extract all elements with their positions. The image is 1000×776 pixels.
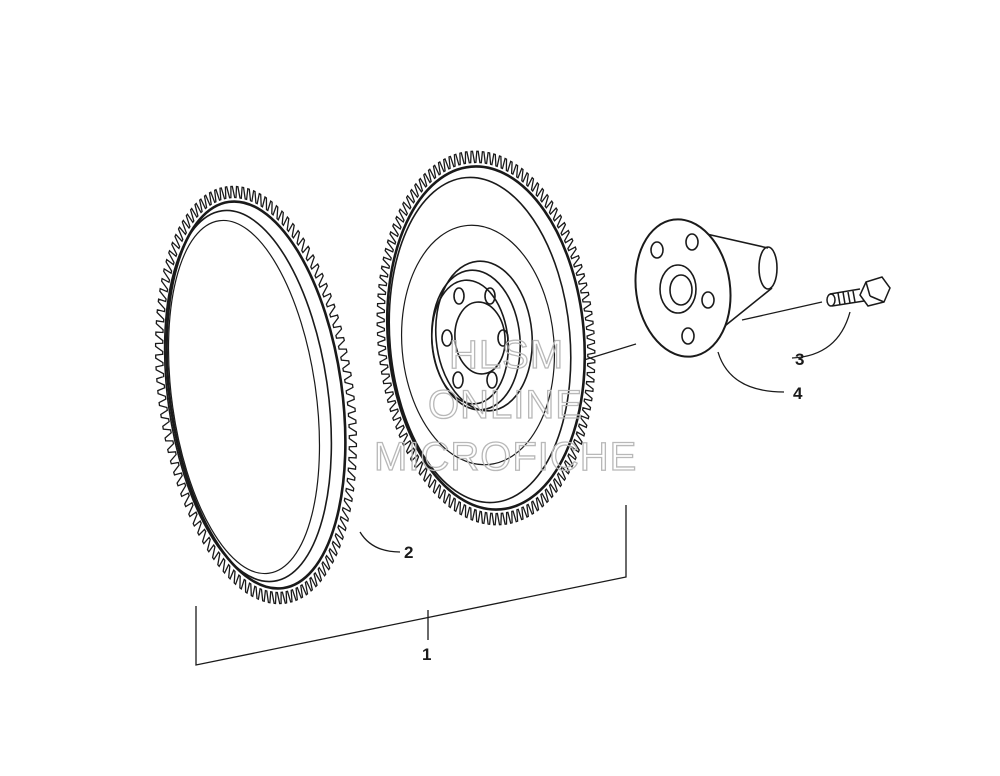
- watermark-line-2: ONLINE: [428, 383, 583, 427]
- callout-2: 2: [404, 543, 413, 562]
- hub-icon: [634, 218, 778, 358]
- callout-3: 3: [795, 350, 804, 369]
- axis-line-left: [583, 343, 637, 361]
- leader-4: [717, 351, 785, 393]
- leader-2: [359, 531, 401, 553]
- flywheel-icon: [376, 150, 596, 526]
- watermark-line-3: MICROFICHE: [374, 435, 637, 479]
- watermark: HLSM ONLINE MICROFICHE: [373, 332, 637, 479]
- callout-4: 4: [793, 384, 803, 403]
- leader-3: [791, 311, 851, 359]
- bracket-1: [195, 505, 627, 666]
- watermark-line-1: HLSM: [449, 333, 564, 377]
- ring-gear-icon: [154, 185, 358, 605]
- callout-1: 1: [422, 645, 431, 664]
- axis-line-right: [741, 301, 823, 321]
- leader-lines: [195, 301, 851, 666]
- bolt-icon: [826, 276, 891, 307]
